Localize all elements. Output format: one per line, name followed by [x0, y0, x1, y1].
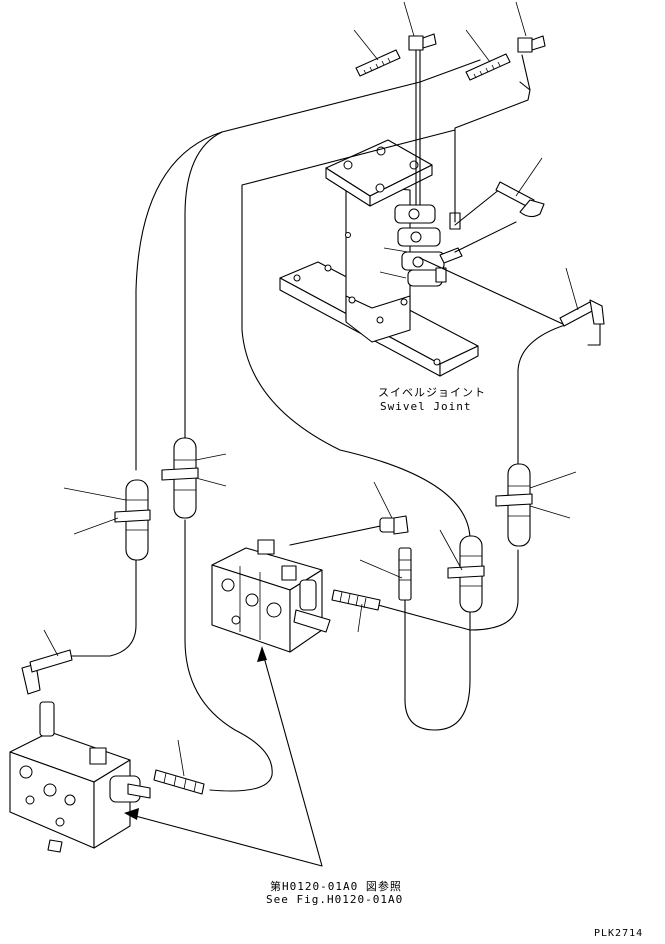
- see-figure-label-en: See Fig.H0120-01A0: [266, 893, 404, 906]
- hose-end-fitting: [559, 299, 605, 327]
- see-figure-label-jp: 第H0120-01A0 図参照: [270, 880, 402, 893]
- hose-end-fitting: [495, 181, 545, 218]
- hose-end-fitting: [355, 49, 401, 77]
- hose-center-tall: [184, 131, 223, 441]
- swivel-joint-label-jp: スイベルジョイント: [378, 386, 486, 399]
- hoses: [71, 49, 601, 792]
- hose-far-right-lower: [377, 549, 519, 631]
- swivel-joint: [279, 139, 479, 377]
- elbow-fitting: [517, 35, 546, 53]
- swivel-joint-label-en: Swivel Joint: [380, 400, 472, 413]
- hose-end-fitting: [465, 53, 511, 81]
- hose-right-loop: [241, 129, 471, 541]
- hose-clamp-right: [495, 463, 533, 547]
- control-valve-center: [211, 515, 412, 653]
- hose-clamps: [114, 437, 533, 613]
- elbow-fitting: [408, 33, 437, 51]
- leader-lines: [43, 1, 579, 867]
- hose-big-loop: [454, 81, 531, 223]
- hose-end-fitting: [29, 649, 73, 673]
- control-valve-lower-left: [9, 649, 205, 853]
- elbow-fitting: [379, 515, 409, 535]
- drawing-code: PLK2714: [594, 928, 644, 939]
- straight-fitting: [398, 547, 412, 601]
- hose-clamp-center: [161, 437, 199, 519]
- hose-upper-left-lower: [71, 559, 137, 657]
- hose-clamp-left: [114, 479, 151, 561]
- hose-end-fitting: [331, 589, 381, 611]
- hose-center-tall-lower: [184, 519, 273, 792]
- hose-clamp-lower: [447, 535, 485, 613]
- top-fittings: [355, 33, 605, 327]
- hose-end-fitting: [153, 769, 205, 795]
- hose-right-lower: [404, 599, 471, 731]
